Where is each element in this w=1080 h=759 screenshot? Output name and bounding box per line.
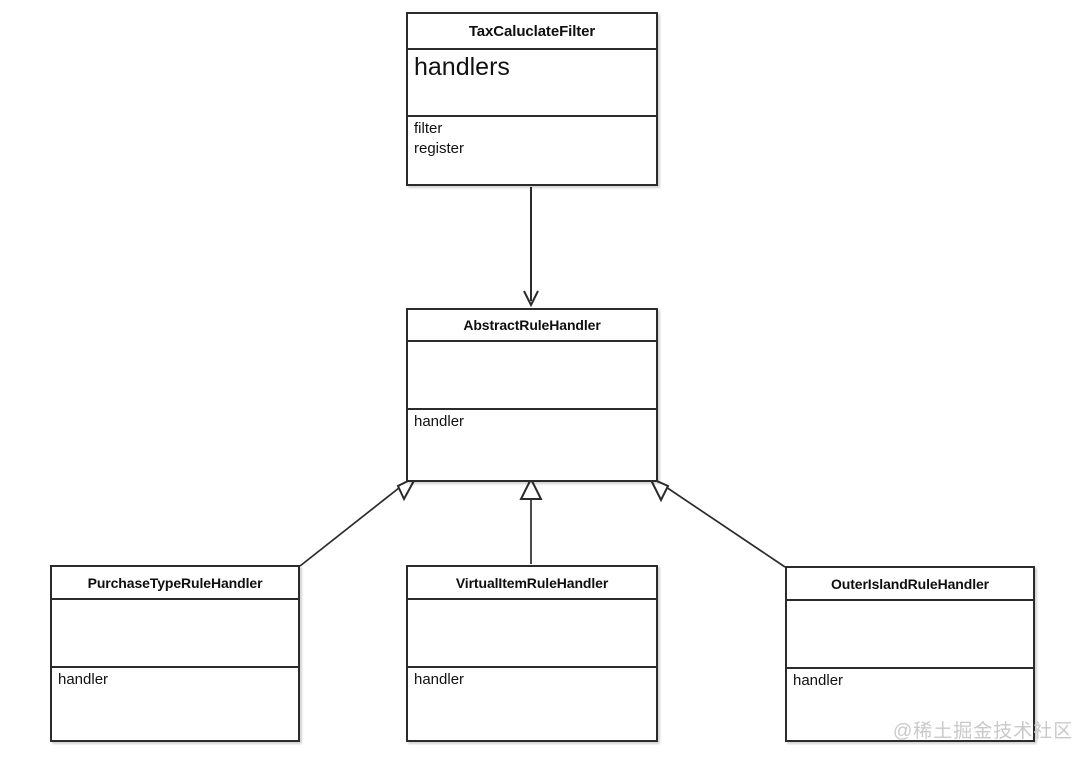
class-box-abstract-rule-handler[interactable]: AbstractRuleHandler handler xyxy=(406,308,658,482)
class-name-tax-calculate-filter: TaxCaluclateFilter xyxy=(408,14,656,50)
class-name-virtual-item-rule-handler: VirtualItemRuleHandler xyxy=(408,567,656,600)
class-attributes-tax-calculate-filter: handlers xyxy=(408,50,656,117)
class-operations-virtual-item-rule-handler: handler xyxy=(408,668,656,740)
operation-handler: handler xyxy=(414,413,465,430)
class-box-purchase-type-rule-handler[interactable]: PurchaseTypeRuleHandler handler xyxy=(50,565,300,742)
class-operations-outer-island-rule-handler: handler xyxy=(787,669,1033,740)
generalization-purchase-to-abstract xyxy=(299,474,419,567)
class-name-outer-island-rule-handler: OuterIslandRuleHandler xyxy=(787,568,1033,601)
class-name-purchase-type-rule-handler: PurchaseTypeRuleHandler xyxy=(52,567,298,600)
operation-handler: handler xyxy=(58,671,109,688)
class-name-abstract-rule-handler: AbstractRuleHandler xyxy=(408,310,656,342)
watermark-text: @稀土掘金技术社区 xyxy=(893,721,1074,742)
dependency-arrow-tax-to-abstract xyxy=(523,187,539,308)
operation-register: register xyxy=(414,140,465,158)
operation-handler: handler xyxy=(414,671,465,688)
class-attributes-virtual-item-rule-handler xyxy=(408,600,656,668)
class-box-outer-island-rule-handler[interactable]: OuterIslandRuleHandler handler xyxy=(785,566,1035,742)
class-box-virtual-item-rule-handler[interactable]: VirtualItemRuleHandler handler xyxy=(406,565,658,742)
generalization-virtual-to-abstract xyxy=(519,476,543,564)
class-box-tax-calculate-filter[interactable]: TaxCaluclateFilter handlers filter regis… xyxy=(406,12,658,186)
class-operations-tax-calculate-filter: filter register xyxy=(408,117,656,184)
class-operations-abstract-rule-handler: handler xyxy=(408,410,656,480)
operation-filter: filter xyxy=(414,120,443,137)
generalization-outer-to-abstract xyxy=(647,475,786,568)
operation-handler: handler xyxy=(793,672,844,689)
class-attributes-purchase-type-rule-handler xyxy=(52,600,298,668)
attribute-handlers: handlers xyxy=(414,53,510,81)
class-attributes-outer-island-rule-handler xyxy=(787,601,1033,669)
class-operations-purchase-type-rule-handler: handler xyxy=(52,668,298,740)
class-attributes-abstract-rule-handler xyxy=(408,342,656,410)
